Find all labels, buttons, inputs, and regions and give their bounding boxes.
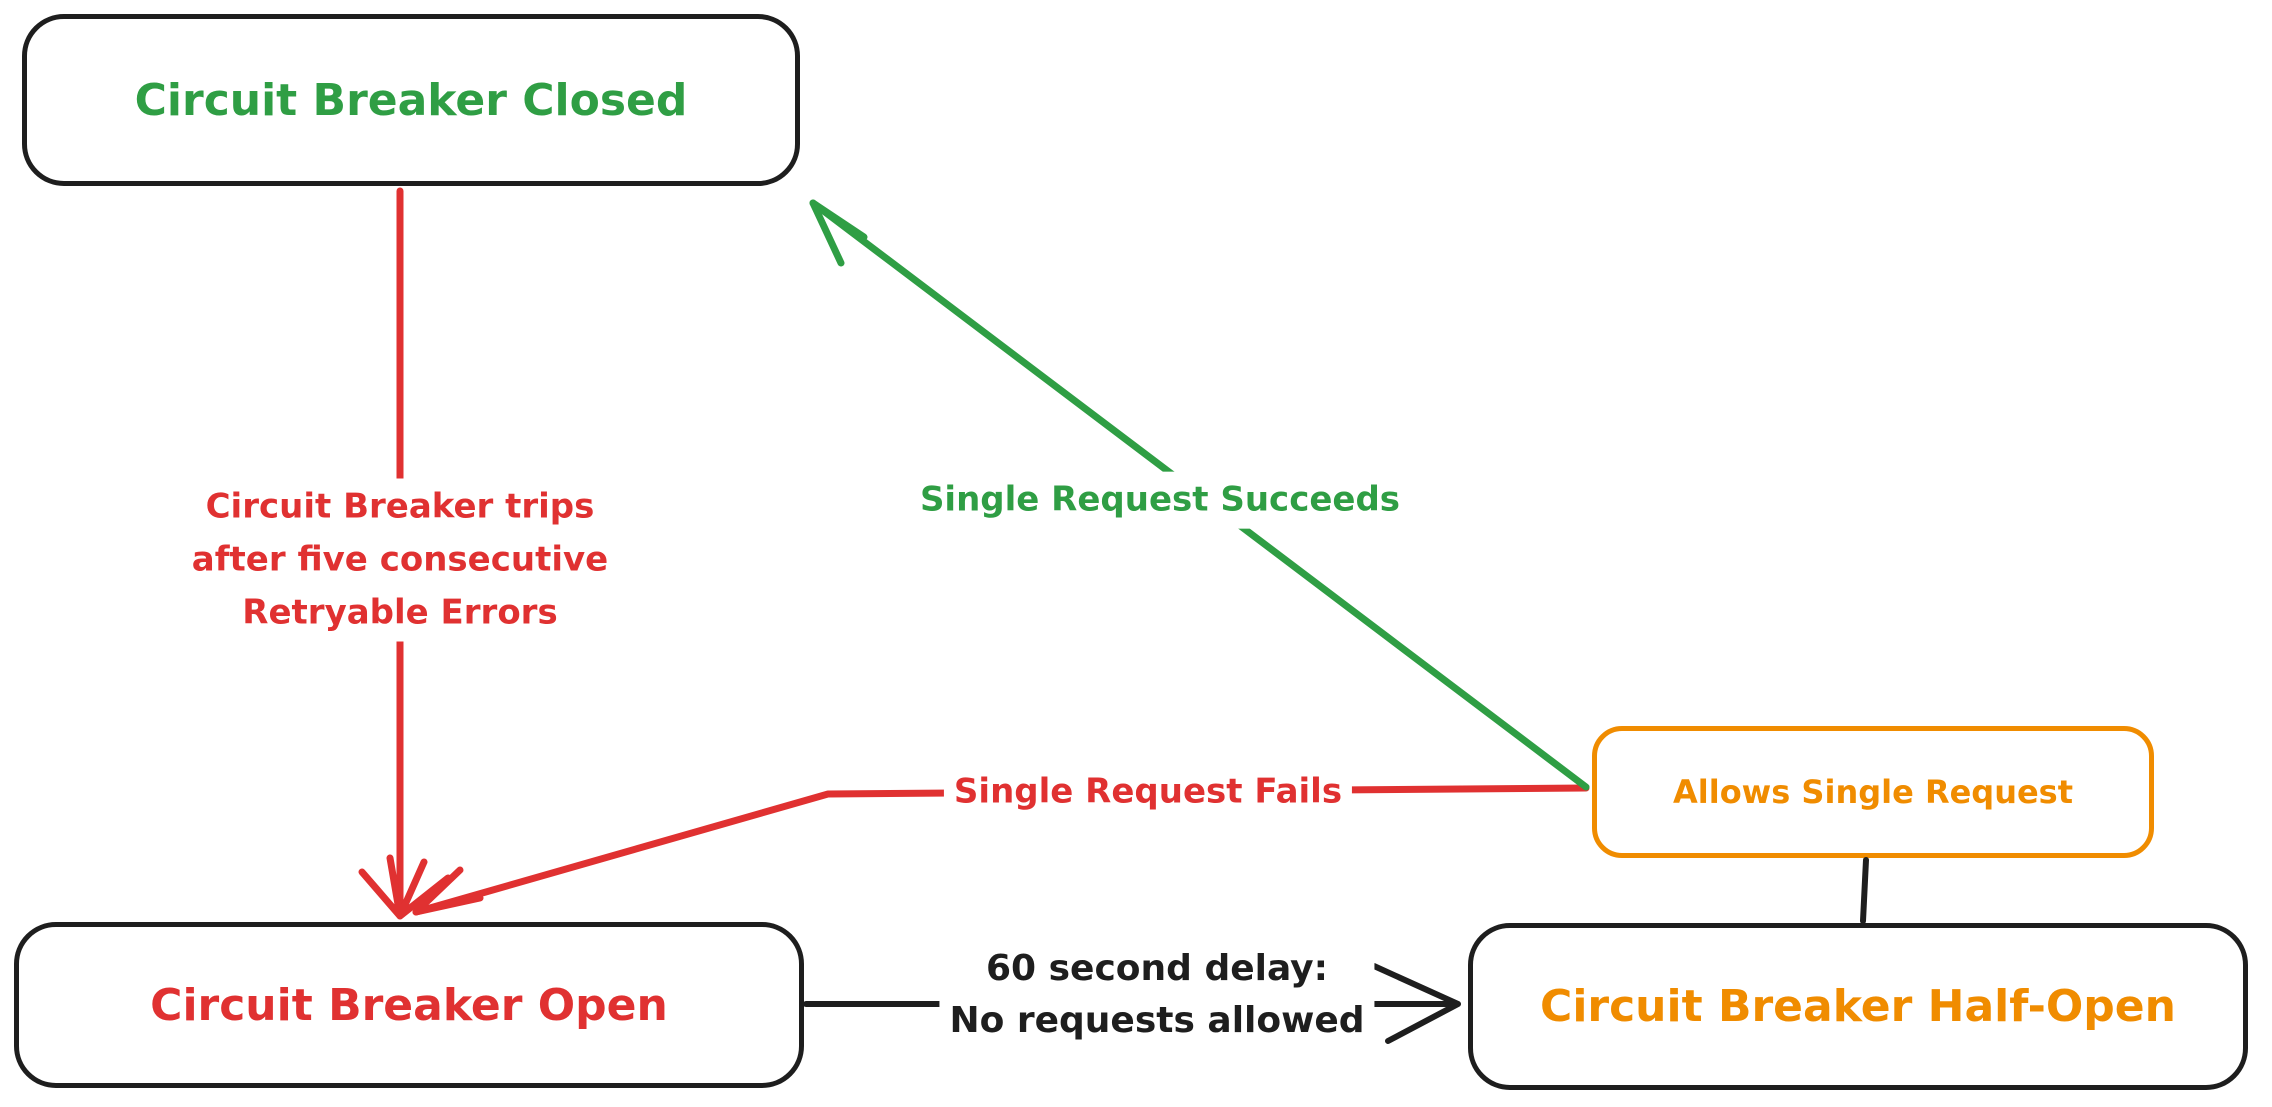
node-label: Circuit Breaker Half-Open bbox=[1540, 981, 2176, 1032]
node-label: Circuit Breaker Open bbox=[150, 979, 668, 1031]
edge-label-trip: Circuit Breaker trips after five consecu… bbox=[181, 478, 619, 642]
arrowhead-upleft-icon bbox=[809, 199, 868, 267]
node-label: Circuit Breaker Closed bbox=[134, 74, 688, 126]
node-circuit-breaker-half-open: Circuit Breaker Half-Open bbox=[1468, 923, 2248, 1090]
edge-label-succeeds: Single Request Succeeds bbox=[909, 471, 1411, 529]
edge-label-fails: Single Request Fails bbox=[943, 763, 1353, 821]
node-label: Allows Single Request bbox=[1672, 773, 2074, 811]
arrowhead-down-icon bbox=[358, 854, 452, 920]
arrowhead-right-icon bbox=[1371, 963, 1461, 1044]
node-circuit-breaker-open: Circuit Breaker Open bbox=[14, 922, 804, 1088]
node-circuit-breaker-closed: Circuit Breaker Closed bbox=[22, 14, 800, 186]
arrowhead-downleft-icon bbox=[412, 866, 484, 916]
node-allows-single-request: Allows Single Request bbox=[1592, 726, 2154, 858]
edge-label-delay: 60 second delay: No requests allowed bbox=[939, 941, 1375, 1049]
edge-probe-connector bbox=[1860, 857, 1869, 924]
